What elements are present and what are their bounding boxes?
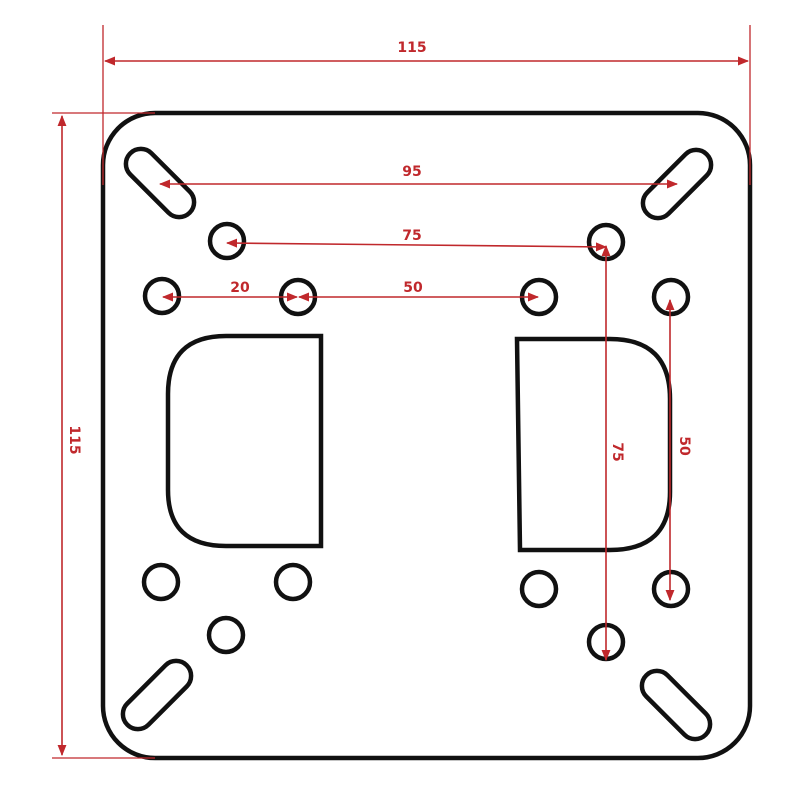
hole-outer-bottom-right bbox=[651, 569, 691, 609]
dimension-label-50-vertical: 50 bbox=[676, 436, 692, 456]
slot-bottom-left bbox=[120, 658, 194, 732]
dimension-label-width: 115 bbox=[397, 40, 426, 56]
dimension-label-20: 20 bbox=[230, 280, 250, 296]
dimension-label-50-horizontal: 50 bbox=[403, 280, 423, 296]
hole-outer-bottom-left bbox=[141, 562, 181, 602]
plate-outline bbox=[100, 110, 753, 761]
dimension-label-height: 115 bbox=[66, 425, 82, 454]
cutout-left bbox=[165, 333, 324, 549]
dimension-label-75-horizontal: 75 bbox=[402, 228, 421, 244]
cutout-right bbox=[514, 336, 673, 553]
dimension-label-75-vertical: 75 bbox=[609, 442, 625, 461]
hole-75-top-left bbox=[207, 221, 247, 261]
slot-top-left bbox=[123, 146, 197, 220]
dimension-line-75-horizontal bbox=[225, 238, 608, 252]
dimension-label-95: 95 bbox=[402, 164, 421, 180]
hole-outer-top-left bbox=[142, 276, 182, 316]
slot-bottom-right bbox=[639, 668, 713, 742]
hole-outer-top-right bbox=[651, 277, 691, 317]
hole-50-bottom-left bbox=[273, 562, 313, 602]
hole-75-bottom-left bbox=[206, 615, 246, 655]
hole-50-bottom-right bbox=[519, 569, 559, 609]
slot-top-right bbox=[640, 147, 714, 221]
